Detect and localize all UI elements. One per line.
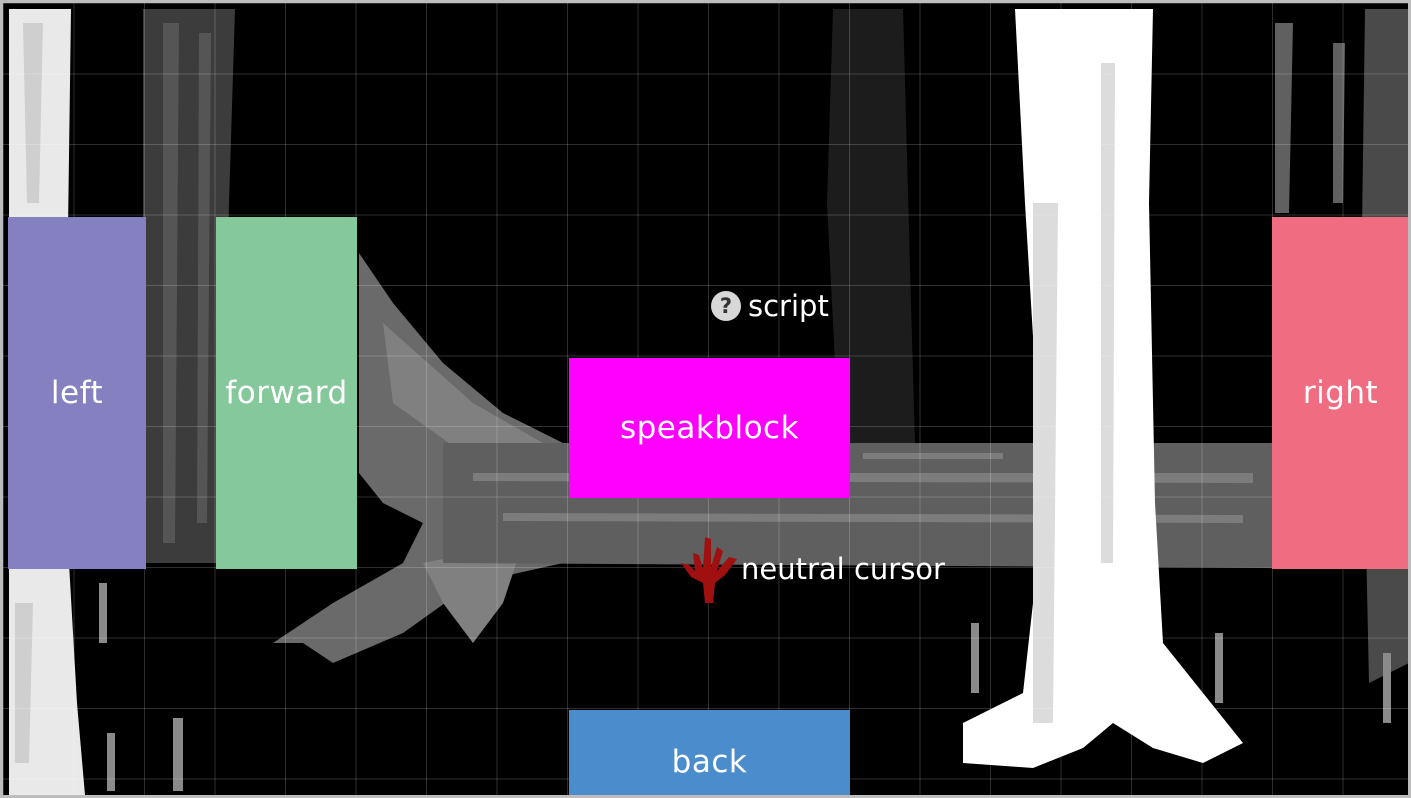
speakblock-label: speakblock [619, 410, 800, 446]
forward-zone-label: forward [225, 375, 348, 411]
dim-tree-middle [827, 9, 915, 443]
question-circle-icon: ? [711, 291, 741, 321]
speakblock-zone[interactable]: speakblock [569, 358, 850, 498]
forward-nav-zone[interactable]: forward [216, 217, 357, 569]
right-nav-zone[interactable]: right [1272, 217, 1408, 569]
script-hotspot[interactable]: ? script [711, 287, 829, 325]
neutral-cursor-label: neutral cursor [741, 552, 945, 586]
back-zone-label: back [671, 744, 748, 780]
left-zone-label: left [50, 375, 104, 411]
back-nav-zone[interactable]: back [569, 710, 850, 795]
script-label: script [748, 289, 829, 323]
left-nav-zone[interactable]: left [8, 217, 146, 569]
right-zone-label: right [1302, 375, 1379, 411]
claw-hand-icon [681, 537, 737, 603]
